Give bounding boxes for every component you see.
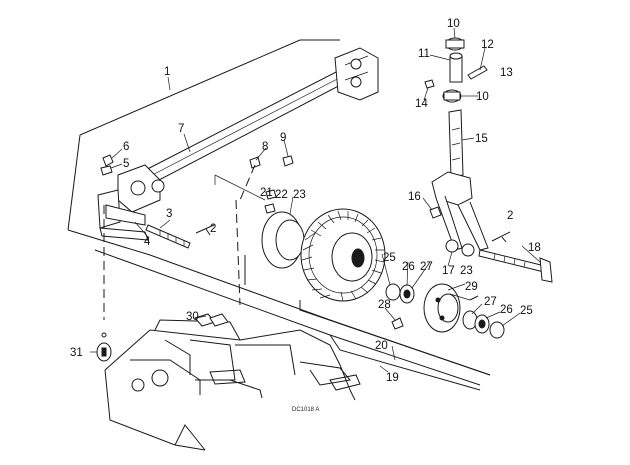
callout-16: 16 — [408, 191, 421, 203]
bolt-3 — [145, 224, 191, 249]
callout-23-left: 23 — [293, 189, 306, 201]
callout-21: 21 — [260, 187, 273, 199]
fastener-items — [100, 154, 294, 214]
callout-22: 22 — [275, 189, 288, 201]
callout-26-right: 26 — [500, 304, 513, 316]
callout-7: 7 — [178, 123, 184, 135]
callout-2: 2 — [210, 223, 216, 235]
callout-11: 11 — [418, 48, 430, 60]
shaft-assembly — [97, 47, 379, 241]
tire — [300, 208, 386, 302]
rim-23-left — [261, 211, 305, 269]
callout-4: 4 — [144, 236, 151, 248]
callout-14: 14 — [415, 98, 428, 110]
bearings-left — [385, 283, 415, 330]
callout-19: 19 — [386, 372, 399, 384]
callout-3: 3 — [166, 208, 172, 220]
callout-28: 28 — [378, 299, 391, 311]
guide-lines — [103, 164, 256, 320]
callout-23-right: 23 — [460, 265, 473, 277]
fork-assembly — [429, 109, 553, 283]
knob-31 — [96, 332, 112, 362]
callout-6: 6 — [123, 141, 129, 153]
callout-1: 1 — [164, 66, 170, 78]
hub-right — [423, 283, 505, 339]
callout-10-mid: 10 — [476, 91, 489, 103]
callout-8: 8 — [262, 141, 268, 153]
frame-outline — [67, 39, 491, 391]
callout-30: 30 — [186, 311, 199, 323]
callout-15: 15 — [475, 133, 488, 145]
top-hardware — [424, 37, 488, 103]
callout-25-right: 25 — [520, 305, 533, 317]
callout-26-left: 26 — [402, 261, 415, 273]
callout-labels: 1 2 3 4 5 6 7 8 9 10 11 12 13 14 10 15 1… — [70, 18, 541, 413]
figure-code: DC1018 A — [292, 407, 319, 413]
callout-29: 29 — [465, 281, 478, 293]
leader-lines — [90, 27, 541, 373]
callout-18: 18 — [528, 242, 541, 254]
lower-body — [104, 313, 361, 451]
callout-2-right: 2 — [507, 210, 513, 222]
pin-2-right — [491, 231, 511, 243]
callout-27-left: 27 — [420, 261, 433, 273]
callout-20: 20 — [375, 340, 388, 352]
callout-9: 9 — [280, 132, 286, 144]
callout-17: 17 — [442, 265, 455, 277]
pin-2-left — [195, 224, 215, 236]
callout-13: 13 — [500, 67, 513, 79]
callout-25-left: 25 — [383, 252, 396, 264]
callout-31: 31 — [70, 347, 83, 359]
callout-27-right: 27 — [484, 296, 497, 308]
callout-10-top: 10 — [447, 18, 460, 30]
callout-12: 12 — [481, 39, 494, 51]
callout-5: 5 — [123, 158, 129, 170]
